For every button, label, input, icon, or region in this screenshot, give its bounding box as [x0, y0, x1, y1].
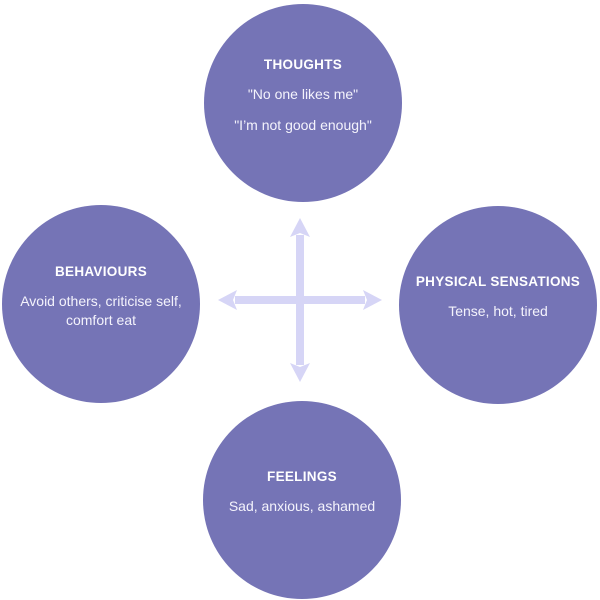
- node-feelings-title: FEELINGS: [267, 469, 337, 485]
- node-thoughts-line-1: "No one likes me": [247, 85, 359, 102]
- node-thoughts-title: THOUGHTS: [263, 56, 343, 72]
- arrowhead-down-icon: [290, 363, 310, 382]
- node-thoughts-line-2: "I’m not good enough": [234, 117, 372, 133]
- node-physical-sensations: PHYSICAL SENSATIONS Tense, hot, tired: [399, 206, 597, 404]
- arrowhead-up-icon: [290, 218, 310, 237]
- node-feelings: FEELINGS Sad, anxious, ashamed: [203, 401, 401, 599]
- node-behaviours: BEHAVIOURS Avoid others, criticise self,…: [2, 205, 200, 403]
- four-way-arrow-icon: [218, 218, 382, 382]
- node-feelings-line-1: Sad, anxious, ashamed: [228, 498, 376, 515]
- arrowhead-right-icon: [363, 290, 382, 310]
- node-physical-sensations-title: PHYSICAL SENSATIONS: [415, 274, 581, 290]
- node-behaviours-title: BEHAVIOURS: [54, 264, 147, 280]
- node-behaviours-line-1: Avoid others, criticise self, comfort ea…: [20, 293, 182, 328]
- node-physical-sensations-line-1: Tense, hot, tired: [448, 303, 548, 320]
- arrowhead-left-icon: [218, 290, 237, 310]
- node-thoughts: THOUGHTS "No one likes me" "I’m not good…: [204, 4, 402, 202]
